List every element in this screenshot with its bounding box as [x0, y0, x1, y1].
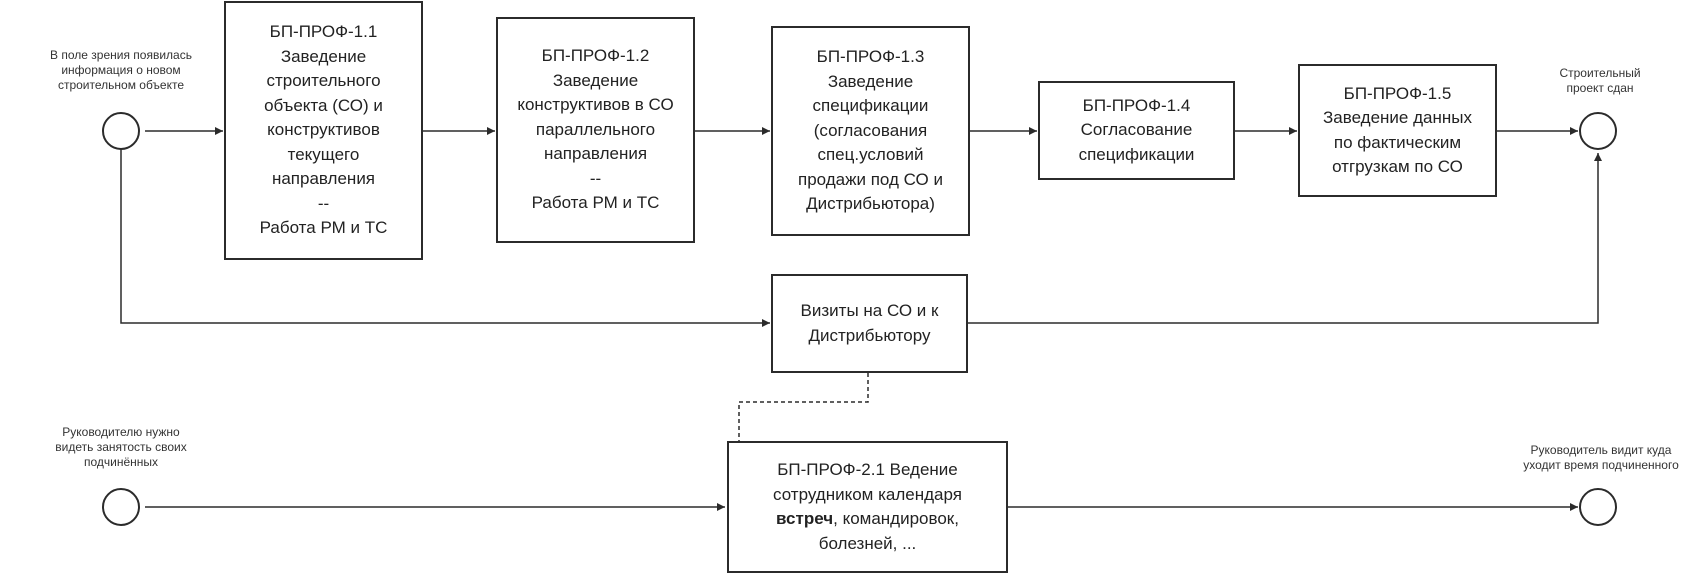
- process-box-1-5: БП-ПРОФ-1.5 Заведение данных по фактичес…: [1298, 64, 1497, 197]
- end-event-1: [1579, 112, 1617, 150]
- start-event-1: [102, 112, 140, 150]
- start-event-2: [102, 488, 140, 526]
- process-2-1-line3: встреч, командировок,: [776, 509, 959, 528]
- process-box-1-2: БП-ПРОФ-1.2 Заведение конструктивов в СО…: [496, 17, 695, 243]
- process-box-1-1: БП-ПРОФ-1.1 Заведение строительного объе…: [224, 1, 423, 260]
- start-event-2-label: Руководителю нужно видеть занятость свои…: [55, 425, 187, 469]
- process-box-1-4: БП-ПРОФ-1.4 Согласование спецификации: [1038, 81, 1235, 180]
- process-box-visits: Визиты на СО и к Дистрибьютору: [771, 274, 968, 373]
- process-box-2-1: БП-ПРОФ-2.1 Ведение сотрудником календар…: [727, 441, 1008, 573]
- end-event-1-label: Строительный проект сдан: [1559, 66, 1641, 95]
- arrow-start-to-visits: [120, 148, 770, 327]
- end-event-2-label: Руководитель видит куда уходит время под…: [1523, 443, 1679, 472]
- arrow-visits-to-end: [968, 153, 1602, 324]
- start-event-1-label: В поле зрения появилась информация о нов…: [50, 48, 192, 92]
- process-box-1-3: БП-ПРОФ-1.3 Заведение спецификации (согл…: [771, 26, 970, 236]
- end-event-2: [1579, 488, 1617, 526]
